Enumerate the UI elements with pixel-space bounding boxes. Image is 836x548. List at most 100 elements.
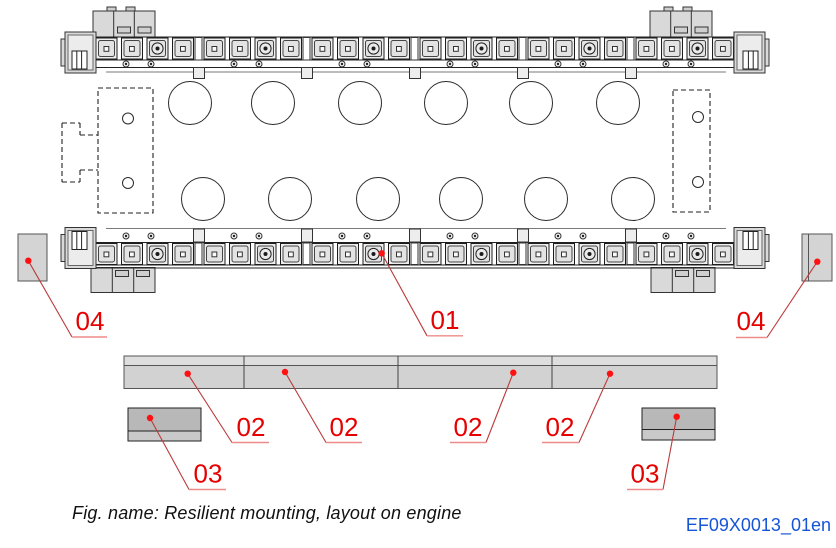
resilient-mount-block — [121, 37, 143, 60]
callout-02-a: 02 — [184, 370, 269, 444]
callout-label-02: 02 — [237, 412, 266, 442]
resilient-mount-block-center — [254, 243, 277, 265]
resilient-mount-block-center — [146, 243, 169, 265]
callout-02-d: 02 — [542, 370, 614, 444]
rail-bolt — [338, 232, 346, 240]
rail-bolt — [255, 60, 263, 68]
rail-segment-joint — [410, 242, 419, 265]
rail-bolt — [147, 60, 155, 68]
rail-bolt — [363, 60, 371, 68]
support-pad-right — [641, 407, 716, 441]
rail-clip — [409, 67, 421, 79]
rail-clip — [301, 228, 313, 243]
callout-label-01: 01 — [431, 305, 460, 335]
callout-03-right: 03 — [627, 413, 680, 491]
resilient-mount-block-center — [470, 37, 493, 60]
callout-02-c: 02 — [450, 369, 517, 444]
rail-bolt — [230, 60, 238, 68]
rail-bolt — [255, 232, 263, 240]
callout-label-04: 04 — [76, 306, 105, 336]
rail-bolt — [230, 232, 238, 240]
document-code: EF09X0013_01en — [685, 515, 831, 535]
rail-segment-joint — [194, 242, 203, 265]
resilient-mount-block — [172, 243, 194, 265]
rail-bolt — [687, 60, 695, 68]
bottom-left-corner-box — [90, 267, 156, 293]
callout-label-02: 02 — [454, 412, 483, 442]
callout-03-left: 03 — [146, 414, 226, 491]
bottom-left-end-cap — [60, 227, 97, 269]
rail-bolt — [579, 232, 587, 240]
rail-clip — [193, 67, 205, 79]
support-pad-left — [127, 407, 202, 442]
rail-bolt — [363, 232, 371, 240]
rail-clip — [625, 67, 637, 79]
callout-label-03: 03 — [194, 459, 223, 489]
resilient-mount-block — [661, 243, 683, 265]
callout-label-03: 03 — [631, 459, 660, 489]
callout-04-right: 04 — [736, 258, 821, 339]
rail-bolt — [147, 232, 155, 240]
rail-segment-joint — [626, 37, 635, 61]
rail-bolt — [554, 60, 562, 68]
resilient-mount-block — [445, 37, 467, 60]
rail-bolt — [446, 232, 454, 240]
figure-caption: Fig. name: Resilient mounting, layout on… — [72, 503, 462, 523]
rail-segment-joint — [518, 37, 527, 61]
cylinder-bores — [168, 81, 655, 221]
left-flange-dashed-outline — [61, 122, 98, 183]
rail-segment-joint — [518, 242, 527, 265]
right-dashed-outline — [672, 89, 711, 213]
resilient-mount-block — [337, 37, 359, 60]
resilient-mount-block — [419, 243, 442, 265]
resilient-mount-block — [661, 37, 683, 60]
top-left-corner-box — [92, 6, 156, 38]
resilient-mount-block-center — [578, 37, 601, 60]
mounting-elements — [95, 37, 734, 265]
resilient-mount-block-center — [686, 243, 709, 265]
resilient-mount-block — [172, 37, 194, 60]
rail-bolt — [122, 60, 130, 68]
resilient-mount-block-center — [578, 243, 601, 265]
mounting-bar-segments — [123, 355, 718, 389]
resilient-mount-block — [496, 37, 518, 60]
rail-clip — [625, 228, 637, 243]
resilient-mount-block — [203, 243, 226, 265]
rail-clip — [301, 67, 313, 79]
callouts: 01 02 02 02 02 — [25, 250, 821, 491]
rail-segment-joint — [302, 242, 311, 265]
resilient-mount-block — [527, 243, 550, 265]
callout-label-04: 04 — [737, 306, 766, 336]
resilient-mount-block — [229, 243, 251, 265]
callout-label-02: 02 — [330, 412, 359, 442]
top-right-corner-box — [649, 6, 713, 38]
rail-bolt — [471, 232, 479, 240]
callout-02-b: 02 — [281, 368, 362, 444]
rail-bolt — [687, 232, 695, 240]
side-stopper-right — [801, 233, 833, 282]
resilient-mount-block — [280, 37, 302, 60]
resilient-mount-block — [419, 37, 442, 60]
resilient-mount-block — [604, 243, 626, 265]
resilient-mount-block — [496, 243, 518, 265]
resilient-mount-block — [553, 243, 575, 265]
rail-bolt — [122, 232, 130, 240]
rail-clip — [517, 67, 529, 79]
rail-segment-joint — [626, 242, 635, 265]
rail-bolt — [554, 232, 562, 240]
resilient-mount-block — [712, 243, 734, 265]
resilient-mount-block-center — [146, 37, 169, 60]
left-dashed-outline — [97, 87, 154, 214]
callout-01: 01 — [378, 250, 463, 337]
resilient-mount-block — [527, 37, 550, 60]
rail-clip — [409, 228, 421, 243]
engine-top-view — [17, 6, 833, 442]
top-left-end-cap — [60, 31, 97, 74]
rail-segment-joint — [410, 37, 419, 61]
resilient-mount-block — [635, 37, 658, 60]
rail-segment-joint — [302, 37, 311, 61]
resilient-mount-block — [337, 243, 359, 265]
resilient-mount-block — [635, 243, 658, 265]
